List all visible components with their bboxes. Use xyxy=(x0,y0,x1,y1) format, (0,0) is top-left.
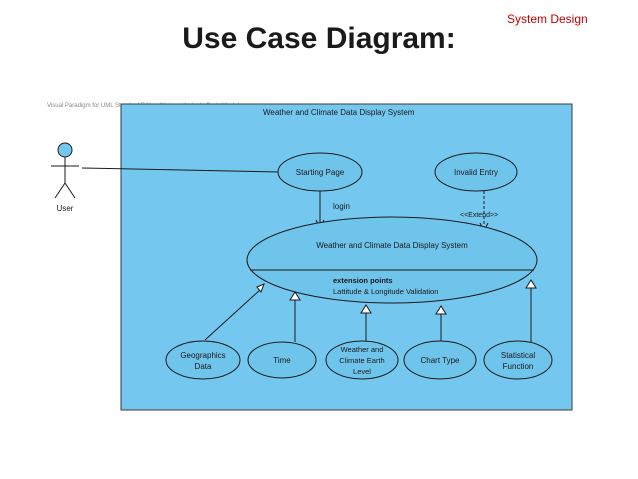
generalizations xyxy=(204,279,537,342)
actor-leg-right xyxy=(64,182,76,199)
actor-head xyxy=(57,142,73,158)
extension-point: Lattitude & Longitude Validation xyxy=(333,287,438,296)
actor-label: User xyxy=(57,204,74,213)
usecase-label: Weather and xyxy=(341,345,384,354)
usecase-label: Function xyxy=(503,362,534,371)
usecase-label: Time xyxy=(273,356,291,365)
system-name: Weather and Climate Data Display System xyxy=(263,108,415,117)
usecase-label: Geographics xyxy=(180,351,225,360)
extend-label: <<Extend>> xyxy=(460,212,498,219)
usecase-starting-page[interactable]: Starting Page xyxy=(277,152,363,192)
slide-title: Use Case Diagram: xyxy=(182,22,456,55)
usecase-label: Climate Earth xyxy=(339,356,384,365)
usecase-invalid-entry[interactable]: Invalid Entry xyxy=(434,152,518,192)
usecase-label: Weather and Climate Data Display System xyxy=(316,241,468,250)
section-label: System Design xyxy=(507,12,588,26)
usecase-label: Level xyxy=(353,367,371,376)
usecase-weather-climate-earth-level[interactable]: Weather and Climate Earth Level xyxy=(325,340,399,380)
usecase-chart-type[interactable]: Chart Type xyxy=(403,340,477,380)
usecase-label: Invalid Entry xyxy=(454,168,498,177)
extension-points-label: extension points xyxy=(333,276,393,285)
usecase-label: Starting Page xyxy=(296,168,345,177)
usecase-label: Statistical xyxy=(501,351,535,360)
usecase-geographics-data[interactable]: Geographics Data xyxy=(165,340,241,380)
actor-leg-left xyxy=(54,182,66,199)
association-user-starting-page xyxy=(81,167,280,173)
usecase-label: Data xyxy=(195,362,212,371)
login-label: login xyxy=(333,202,350,211)
usecase-label: Chart Type xyxy=(421,356,461,365)
actor-user[interactable]: User xyxy=(51,142,79,213)
usecase-main-system[interactable]: Weather and Climate Data Display System … xyxy=(246,216,538,304)
usecase-time[interactable]: Time xyxy=(247,341,317,379)
usecase-statistical-function[interactable]: Statistical Function xyxy=(483,340,553,380)
